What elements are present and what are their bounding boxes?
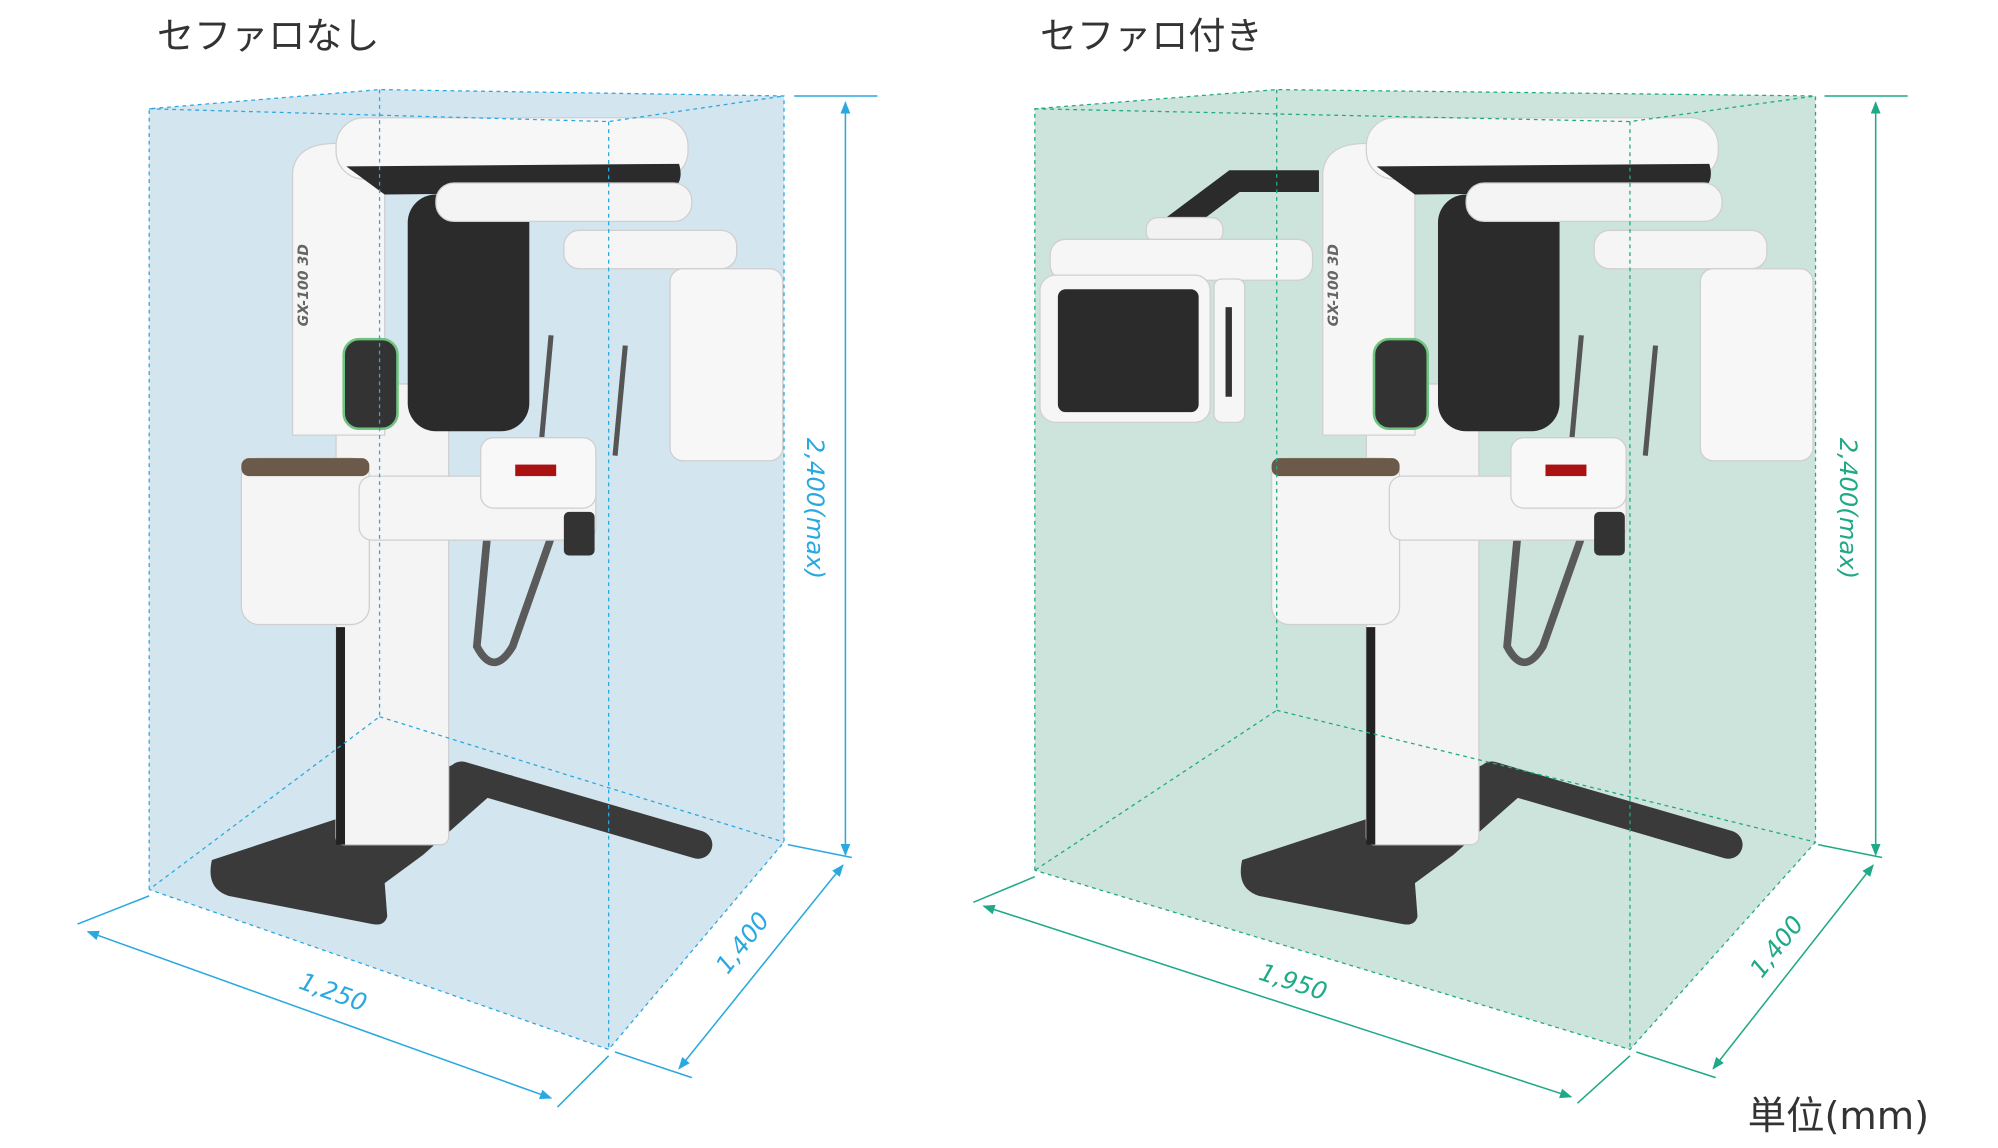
ceph-arm	[1039, 170, 1319, 423]
right-box-edges	[1034, 88, 1817, 1051]
model-logo-text: GX-100 3D	[296, 244, 312, 327]
right-title: セファロ付き	[1040, 15, 1263, 58]
left-dimension-lines	[77, 95, 878, 1108]
left-panel: セファロなし GX-100 3D 2,400(max) 1,250 1,400	[77, 15, 878, 1108]
left-box-edges	[148, 88, 785, 1051]
right-width-label: 1,950	[1256, 957, 1331, 1006]
right-height-label: 2,400(max)	[1834, 438, 1863, 579]
model-logo-text-ceph: GX-100 3D	[1326, 244, 1342, 327]
left-height-label: 2,400(max)	[801, 438, 830, 579]
left-title: セファロなし	[157, 15, 380, 58]
right-panel: セファロ付き GX-100 3D 2,400(max) 1,950	[973, 15, 1908, 1104]
unit-label: 単位(mm)	[1748, 1094, 1929, 1139]
right-dimension-lines	[973, 95, 1908, 1104]
right-depth-label: 1,400	[1744, 910, 1810, 983]
